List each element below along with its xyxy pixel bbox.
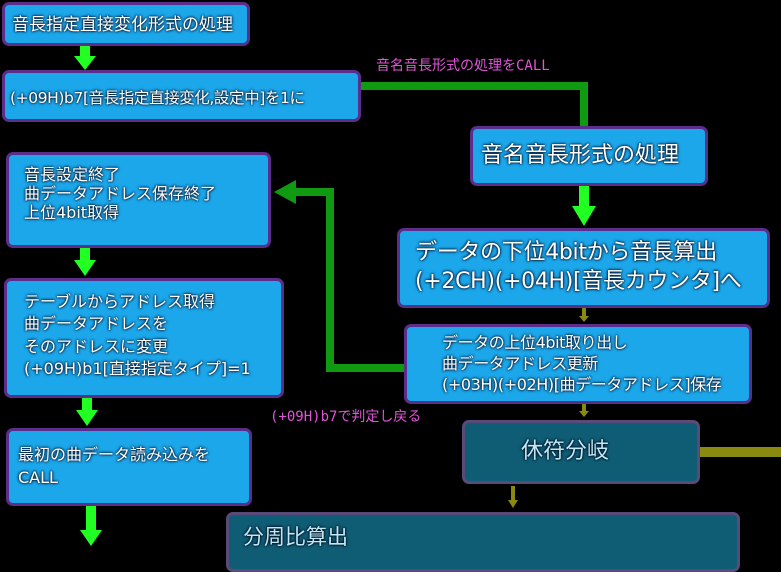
box-first-read-call: 最初の曲データ読み込みを CALL <box>6 428 252 506</box>
box-table-address: テーブルからアドレス取得 曲データアドレスを そのアドレスに変更 (+09H)b… <box>4 278 284 398</box>
box-length-set-done: 音長設定終了 曲データアドレス保存終了 上位4bit取得 <box>6 152 271 248</box>
box-divider-calc: 分周比算出 <box>226 512 740 572</box>
arrow-r4-r5 <box>508 486 518 508</box>
box-label: 分周比算出 <box>243 525 348 549</box>
return-route-line <box>292 188 410 372</box>
box-upper-bits: データの上位4bit取り出し 曲データアドレス更新 (+03H)(+02H)[曲… <box>404 324 752 404</box>
arrow-b3-b4 <box>74 248 96 276</box>
box-label: 音長指定直接変化形式の処理 <box>12 15 233 35</box>
box-label: データの下位4bitから音長算出 (+2CH)(+04H)[音長カウンタ]へ <box>415 240 742 294</box>
arrow-r2-r3 <box>579 308 589 322</box>
box-label: 音名音長形式の処理 <box>481 143 680 168</box>
box-note-name-length: 音名音長形式の処理 <box>470 126 708 186</box>
return-arrow-head <box>274 180 296 204</box>
box-note-length-direct: 音長指定直接変化形式の処理 <box>2 2 250 46</box>
arrow-b1-b2 <box>74 46 96 70</box>
return-label: (+09H)b7で判定し戻る <box>270 409 422 425</box>
call-label: 音名音長形式の処理をCALL <box>376 58 550 74</box>
box-set-flag: (+09H)b7[音長指定直接変化,設定中]を1に <box>2 70 361 122</box>
call-arrow-head <box>572 206 596 226</box>
call-arrow-shaft <box>579 186 589 210</box>
box-label: 音長設定終了 曲データアドレス保存終了 上位4bit取得 <box>24 165 217 223</box>
box-length-calc: データの下位4bitから音長算出 (+2CH)(+04H)[音長カウンタ]へ <box>397 228 770 308</box>
box-label: 最初の曲データ読み込みを CALL <box>18 445 211 488</box>
arrow-b4-b5 <box>76 398 98 426</box>
box-label: テーブルからアドレス取得 曲データアドレスを そのアドレスに変更 (+09H)b… <box>24 292 251 379</box>
box-label: 休符分岐 <box>521 439 610 464</box>
arrow-b5-next <box>80 506 102 546</box>
box-rest-branch: 休符分岐 <box>462 420 700 484</box>
box-label: (+09H)b7[音長指定直接変化,設定中]を1に <box>10 89 305 107</box>
rest-branch-line <box>700 447 781 457</box>
box-label: データの上位4bit取り出し 曲データアドレス更新 (+03H)(+02H)[曲… <box>442 333 722 394</box>
arrow-r3-r4 <box>579 404 589 417</box>
